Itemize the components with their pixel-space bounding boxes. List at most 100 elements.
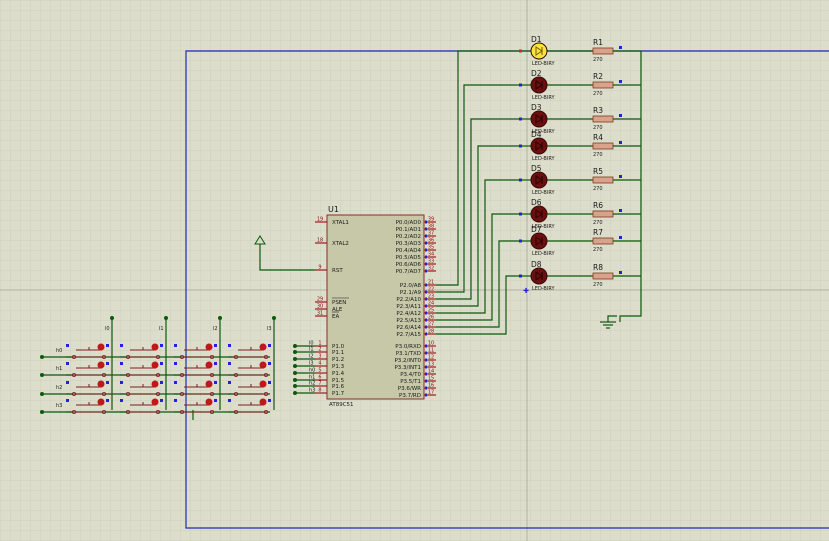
diode-triangle-icon [535,141,543,151]
led-ref-label: D6 [531,198,542,207]
switch-indicator-icon [259,380,267,388]
switch-indicator-icon [259,343,267,351]
chip-part-label: AT89C51 [329,402,354,408]
pin-state-marker [519,212,522,216]
p3-pin-name: P3.3/INT1 [394,365,421,371]
keypad-button[interactable] [174,380,217,396]
pin-state-marker [174,344,177,347]
pin-state-marker [160,381,163,384]
pin-state-marker [160,344,163,347]
chip-pin-name: P1.5 [332,378,345,384]
keypad-col-top-dot [272,316,276,320]
keypad-button[interactable] [120,380,163,396]
p3-pin-name: P3.5/T1 [400,379,421,385]
keypad-button[interactable] [228,343,271,359]
keypad-button[interactable] [120,343,163,359]
diode-triangle-icon [535,175,543,185]
pin-state-marker [619,114,622,117]
resistor-body-icon [592,176,614,184]
pin-state-marker [214,344,217,347]
switch-contact-right [155,391,160,396]
microcontroller-u1[interactable]: U1AT89C5119XTAL118XTAL29RST29PSEN30ALE31… [315,205,436,408]
chip-pin-name: P1.6 [332,384,345,390]
pin-state-marker [425,220,427,224]
chip-pin-number: 29 [317,297,323,303]
switch-contact-right [155,409,160,414]
pin-state-marker [519,239,522,243]
chip-pin-number: 39 [428,217,434,223]
led-common-bus [619,51,642,322]
chip-pin-number: 11 [428,348,434,354]
pin-state-marker [425,393,427,397]
led-ref-label: D8 [531,260,542,269]
pin-state-marker [174,362,177,365]
pin-state-marker [519,83,522,87]
keypad-row-label: h3 [56,403,62,409]
resistor-body-icon [592,81,614,89]
led-body-icon [530,267,548,285]
pin-state-marker [425,311,427,315]
keypad-button[interactable] [66,343,109,359]
keypad-col-top-dot [110,316,114,320]
switch-contact-left [126,391,131,396]
pin-state-marker [619,141,622,144]
chip-pin-number: 25 [428,308,434,314]
switch-contact-right [102,391,107,396]
led-ref-label: D5 [531,164,542,173]
led-body-icon [530,232,548,250]
pin-state-marker [619,80,622,83]
keypad-button[interactable] [120,398,163,414]
led-ref-label: D2 [531,69,542,78]
keypad-button[interactable] [66,398,109,414]
keypad-button[interactable] [120,361,163,377]
p2-pin-name: P2.1/A9 [400,290,422,296]
resistor-value-label: 270 [593,91,603,97]
chip-body[interactable] [326,214,425,400]
keypad-row-end-dot [40,410,44,414]
keypad-col-label: l2 [213,326,218,332]
chip-pin-name: EA [332,314,339,320]
pin-state-marker [425,234,427,238]
keypad-button[interactable] [174,361,217,377]
pin-state-marker [268,381,271,384]
p2-pin-name: P2.5/A13 [396,318,421,324]
keypad-button[interactable] [66,361,109,377]
chip-pin-number: 6 [318,375,321,381]
pin-state-marker [160,362,163,365]
switch-contact-left [179,372,184,377]
pin-state-marker [425,262,427,266]
keypad-row-label: h0 [56,348,62,354]
chip-pin-number: 26 [428,315,434,321]
pin-state-marker [425,365,427,369]
pin-state-marker [268,344,271,347]
p2-pin-name: P2.4/A12 [396,311,421,317]
p2-pin-name: P2.2/A10 [396,297,421,303]
keypad-button[interactable] [174,398,217,414]
resistor-body-icon [592,210,614,218]
keypad-button[interactable] [228,361,271,377]
p0-pin-name: P0.3/AD3 [396,241,422,247]
chip-pin-name: P1.2 [332,357,344,363]
pin-state-marker [214,399,217,402]
chip-pin-number: 34 [428,252,434,258]
switch-contact-right [263,391,268,396]
keypad-button[interactable] [228,380,271,396]
keypad-button[interactable] [228,398,271,414]
chip-pin-number: 8 [318,388,321,394]
switch-contact-left [72,372,77,377]
keypad-button[interactable] [66,380,109,396]
resistor-value-label: 270 [593,282,603,288]
keypad-button[interactable] [174,343,217,359]
switch-indicator-icon [259,361,267,369]
pin-state-marker [425,372,427,376]
pin-state-marker [120,344,123,347]
p1-net-label: h0 [309,368,315,374]
p1-stub-dot [293,391,297,395]
chip-pin-number: 28 [428,329,434,335]
chip-pin-number: 22 [428,287,434,293]
chip-pin-name: P1.0 [332,344,345,350]
